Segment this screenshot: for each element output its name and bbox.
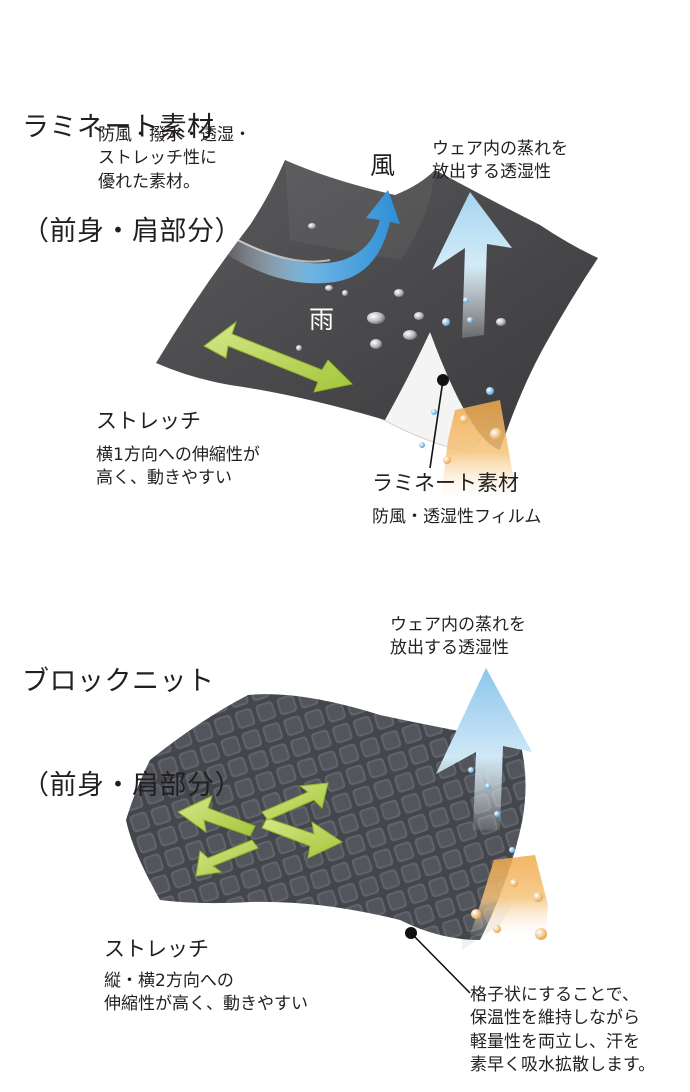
vapor-arrow-bottom [436,668,532,830]
grid-desc: 格子状にすることで、 保温性を維持しながら 軽量性を両立し、汗を 素早く吸水拡散… [470,985,656,1076]
vapor-droplets-bottom [468,767,547,940]
laminate-stretch-desc: 横1方向への伸縮性が 高く、動きやすい [96,445,260,489]
block-title-line2: （前身・肩部分） [22,769,242,801]
grid-callout [405,927,471,994]
rain-label: 雨 [309,305,335,334]
laminate-title: ラミネート素材 （前身・肩部分） [22,42,242,284]
vapor-arrow [432,192,512,338]
laminate-title-line1: ラミネート素材 [22,112,215,144]
sweat-flow-bottom [470,855,548,940]
block-stretch-title: ストレッチ [104,937,209,961]
block-stretch-desc: 縦・横2方向への 伸縮性が高く、動きやすい [104,971,308,1015]
film-desc: 防風・透湿性フィルム [372,507,542,527]
rain-drops [296,223,506,351]
sweat-flow [440,400,520,505]
laminate-feature: 防風・撥水・透湿・ ストレッチ性に 優れた素材。 [98,125,251,192]
laminate-vapor-label: ウェア内の蒸れを 放出する透湿性 [432,139,568,183]
block-title: ブロックニット （前身・肩部分） [22,596,242,838]
film-callout [429,374,449,469]
block-title-line1: ブロックニット [22,666,215,698]
stretch-arrow-single [203,320,354,393]
laminate-stretch-title: ストレッチ [96,409,201,433]
film-title: ラミネート素材 [372,471,519,495]
stretch-arrow-cross [177,782,344,877]
block-vapor-label: ウェア内の蒸れを 放出する透湿性 [390,615,526,659]
wind-label: 風 [370,151,396,180]
wind-arrow [220,190,400,284]
laminate-title-line2: （前身・肩部分） [22,215,242,247]
vapor-droplets [419,297,502,464]
